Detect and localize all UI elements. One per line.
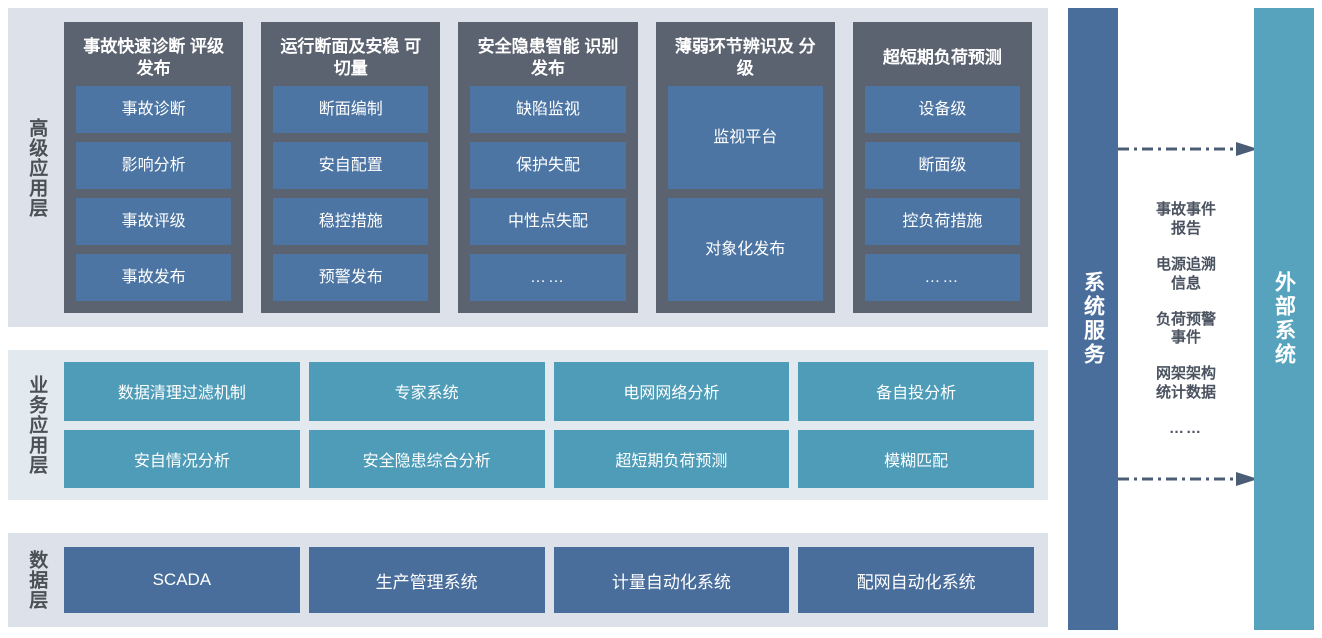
adv-column-safety-hazard[interactable]: 安全隐患智能 识别发布 缺陷监视 保护失配 中性点失配 …… — [458, 22, 638, 313]
adv-column-load-forecast[interactable]: 超短期负荷预测 设备级 断面级 控负荷措施 …… — [852, 22, 1033, 313]
business-row: 数据清理过滤机制 专家系统 电网网络分析 备自投分析 — [64, 362, 1034, 421]
adv-item[interactable]: 保护失配 — [470, 142, 626, 189]
adv-item[interactable]: 缺陷监视 — [470, 86, 626, 133]
business-row: 安自情况分析 安全隐患综合分析 超短期负荷预测 模糊匹配 — [64, 429, 1034, 488]
data-item[interactable]: 计量自动化系统 — [553, 547, 790, 613]
adv-item[interactable]: 安自配置 — [273, 142, 429, 189]
adv-item[interactable]: 设备级 — [864, 86, 1021, 133]
business-application-layer-label: 业务应用层 — [26, 375, 48, 475]
adv-column-items: 监视平台 对象化发布 — [667, 86, 823, 301]
business-item[interactable]: 专家系统 — [308, 362, 545, 421]
business-item[interactable]: 模糊匹配 — [798, 429, 1034, 488]
adv-item[interactable]: 事故评级 — [76, 198, 232, 245]
flow-arrow-top-icon — [1118, 142, 1258, 156]
adv-column-title: 超短期负荷预测 — [882, 48, 1002, 68]
external-system-label: 外部系统 — [1272, 271, 1296, 367]
adv-item[interactable]: 影响分析 — [76, 142, 232, 189]
advanced-application-columns: 事故快速诊断 评级发布 事故诊断 影响分析 事故评级 事故发布 运行断面及安稳 … — [64, 8, 1048, 327]
adv-column-title: 事故快速诊断 评级发布 — [83, 37, 224, 78]
flow-label-grid-structure: 网架架构 统计数据 — [1155, 365, 1216, 402]
data-layer: 数据层 SCADA 生产管理系统 计量自动化系统 配网自动化系统 — [8, 533, 1048, 627]
adv-item[interactable]: 中性点失配 — [470, 198, 626, 245]
adv-column-items: 设备级 断面级 控负荷措施 …… — [864, 86, 1021, 301]
adv-column-title: 安全隐患智能 识别发布 — [477, 37, 619, 78]
adv-item[interactable]: 监视平台 — [667, 86, 823, 189]
adv-item[interactable]: 控负荷措施 — [864, 198, 1021, 245]
data-item[interactable]: 生产管理系统 — [308, 547, 545, 613]
business-item[interactable]: 备自投分析 — [798, 362, 1034, 421]
adv-item[interactable]: 断面级 — [864, 142, 1021, 189]
adv-item[interactable]: 对象化发布 — [667, 198, 823, 301]
data-layer-label: 数据层 — [26, 550, 48, 610]
external-system-bar[interactable]: 外部系统 — [1254, 8, 1314, 630]
adv-column-items: 事故诊断 影响分析 事故评级 事故发布 — [76, 86, 232, 301]
adv-column-operating-section[interactable]: 运行断面及安稳 可切量 断面编制 安自配置 稳控措施 预警发布 — [261, 22, 441, 313]
flow-arrow-bottom-icon — [1118, 472, 1258, 486]
adv-item[interactable]: 事故发布 — [76, 254, 232, 301]
flow-label-list: 事故事件 报告 电源追溯 信息 负荷预警 事件 网架架构 统计数据 …… — [1156, 201, 1216, 437]
adv-column-weak-link[interactable]: 薄弱环节辨识及 分级 监视平台 对象化发布 — [655, 22, 835, 313]
flow-label-ellipsis: …… — [1168, 420, 1203, 438]
adv-item[interactable]: 预警发布 — [273, 254, 429, 301]
adv-item-ellipsis[interactable]: …… — [470, 254, 626, 301]
system-service-label: 系统服务 — [1081, 271, 1105, 367]
business-item[interactable]: 安自情况分析 — [64, 429, 300, 488]
adv-item[interactable]: 稳控措施 — [273, 198, 429, 245]
adv-column-items: 缺陷监视 保护失配 中性点失配 …… — [470, 86, 626, 301]
adv-column-title: 运行断面及安稳 可切量 — [280, 37, 422, 78]
adv-item[interactable]: 事故诊断 — [76, 86, 232, 133]
system-service-bar[interactable]: 系统服务 — [1068, 8, 1118, 630]
advanced-application-layer-label: 高级应用层 — [26, 117, 48, 218]
business-item[interactable]: 超短期负荷预测 — [553, 429, 790, 488]
adv-column-items: 断面编制 安自配置 稳控措施 预警发布 — [273, 86, 429, 301]
data-flow-labels: 事故事件 报告 电源追溯 信息 负荷预警 事件 网架架构 统计数据 …… — [1122, 8, 1250, 630]
flow-label-power-trace: 电源追溯 信息 — [1155, 255, 1216, 292]
adv-column-title: 薄弱环节辨识及 分级 — [674, 37, 816, 78]
flow-label-load-warning: 负荷预警 事件 — [1155, 310, 1216, 347]
business-application-layer: 业务应用层 数据清理过滤机制 专家系统 电网网络分析 备自投分析 安自情况分析 … — [8, 350, 1048, 500]
data-item[interactable]: 配网自动化系统 — [798, 547, 1034, 613]
adv-item[interactable]: 断面编制 — [273, 86, 429, 133]
business-item[interactable]: 安全隐患综合分析 — [308, 429, 545, 488]
business-application-grid: 数据清理过滤机制 专家系统 电网网络分析 备自投分析 安自情况分析 安全隐患综合… — [64, 350, 1048, 500]
adv-column-accident-diagnosis[interactable]: 事故快速诊断 评级发布 事故诊断 影响分析 事故评级 事故发布 — [64, 22, 244, 313]
flow-label-accident-report: 事故事件 报告 — [1155, 200, 1216, 237]
data-item[interactable]: SCADA — [64, 547, 300, 613]
adv-item-ellipsis[interactable]: …… — [864, 254, 1021, 301]
business-item[interactable]: 数据清理过滤机制 — [64, 362, 300, 421]
data-layer-items: SCADA 生产管理系统 计量自动化系统 配网自动化系统 — [64, 533, 1048, 627]
advanced-application-layer: 高级应用层 事故快速诊断 评级发布 事故诊断 影响分析 事故评级 事故发布 运行… — [8, 8, 1048, 327]
business-item[interactable]: 电网网络分析 — [553, 362, 790, 421]
